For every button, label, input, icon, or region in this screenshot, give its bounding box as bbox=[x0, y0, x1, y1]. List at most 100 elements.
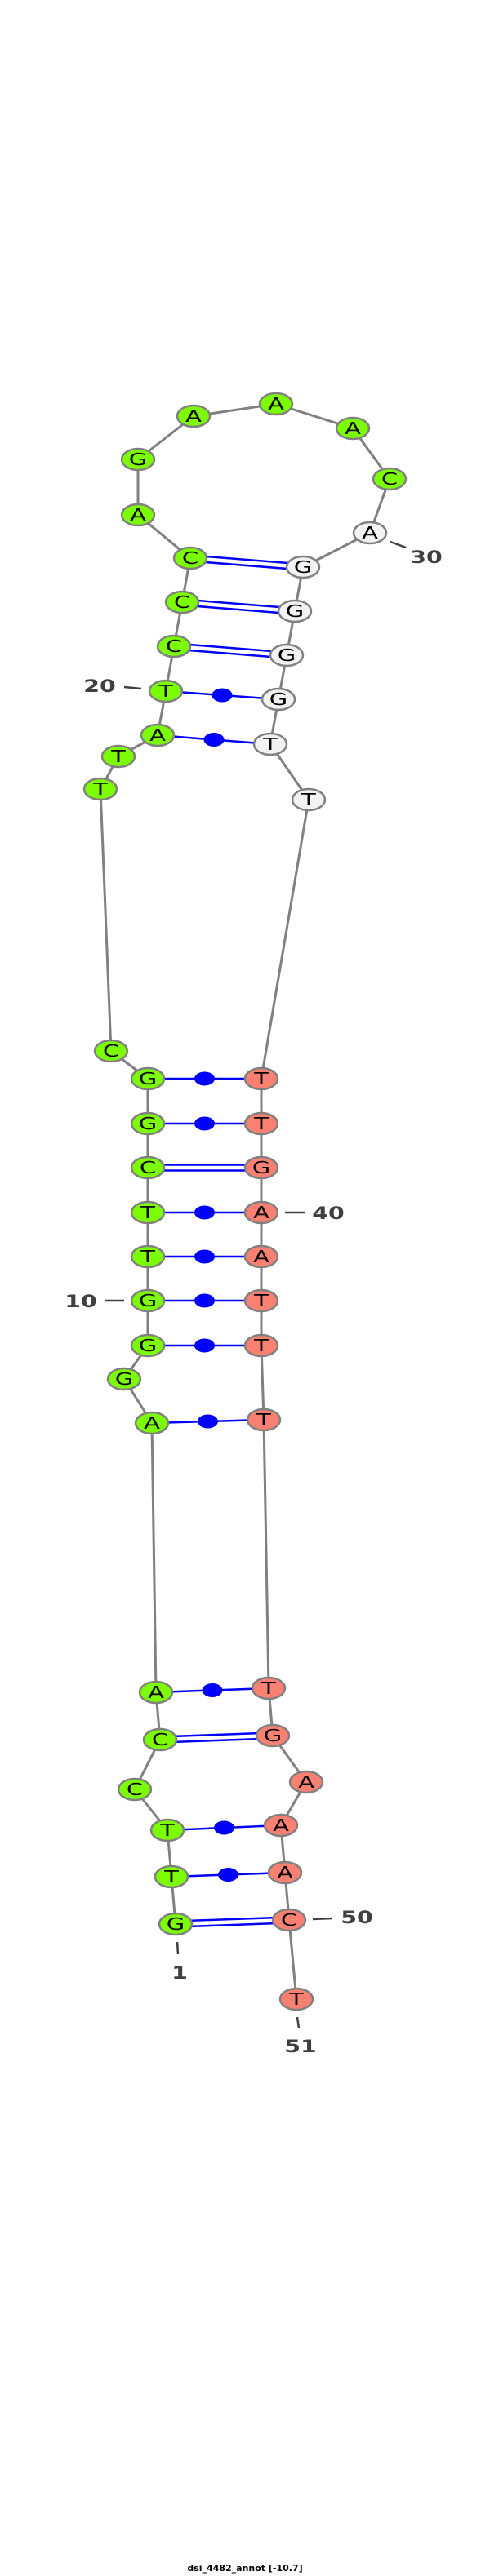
nucleotide-3: T bbox=[149, 1818, 185, 1842]
nucleotide-letter: T bbox=[253, 1337, 270, 1355]
nucleotide-circle bbox=[154, 1864, 189, 1889]
base-pair-11-41 bbox=[148, 1249, 261, 1264]
nucleotide-circle bbox=[130, 1066, 166, 1091]
nucleotide-letter: A bbox=[268, 395, 284, 414]
nucleotide-circle bbox=[117, 1777, 153, 1802]
base-pair-1-50 bbox=[175, 1916, 290, 1928]
pair-line bbox=[176, 1922, 290, 1928]
nucleotide-circle bbox=[269, 643, 305, 667]
nucleotide-circle bbox=[176, 404, 212, 428]
nucleotide-circle bbox=[106, 1367, 142, 1391]
nucleotide-8: G bbox=[106, 1367, 142, 1391]
nucleotide-10: G bbox=[130, 1288, 166, 1313]
nucleotide-circle bbox=[246, 1408, 282, 1432]
nucleotide-letter: A bbox=[277, 1864, 293, 1882]
nucleotide-41: A bbox=[243, 1244, 279, 1269]
nucleotide-letter: G bbox=[270, 690, 287, 709]
pair-dot bbox=[194, 1071, 215, 1086]
nucleotide-46: G bbox=[255, 1723, 291, 1748]
nucleotide-circle bbox=[243, 1200, 279, 1225]
base-pair-21-33 bbox=[173, 642, 287, 659]
pair-dot bbox=[202, 1683, 223, 1697]
nucleotide-circle bbox=[243, 1288, 279, 1313]
position-label-10: 10 bbox=[65, 1292, 124, 1311]
nucleotide-circle bbox=[372, 467, 408, 491]
nucleotide-letter: G bbox=[278, 646, 296, 665]
base-pair-20-34 bbox=[165, 688, 279, 703]
nucleotide-letter: T bbox=[140, 1204, 156, 1222]
nucleotide-letter: C bbox=[166, 637, 182, 656]
nucleotide-45: T bbox=[251, 1676, 287, 1700]
base-pair-22-32 bbox=[181, 598, 296, 615]
nucleotide-letter: T bbox=[158, 682, 174, 701]
backbone-segment bbox=[260, 799, 310, 1080]
base-pair-2-49 bbox=[171, 1868, 286, 1882]
nucleotide-letter: A bbox=[273, 1816, 289, 1835]
nucleotide-letter: C bbox=[182, 549, 198, 568]
nucleotide-letter: G bbox=[139, 1070, 157, 1088]
backbone-segment bbox=[287, 1919, 298, 2000]
nucleotide-4: C bbox=[117, 1777, 153, 1802]
nucleotide-26: A bbox=[176, 404, 212, 428]
nucleotide-letter: T bbox=[256, 1411, 272, 1430]
position-label-20: 20 bbox=[83, 676, 142, 696]
nucleotide-circle bbox=[243, 1244, 279, 1269]
pair-line bbox=[175, 1916, 289, 1922]
nucleotide-44: T bbox=[246, 1408, 282, 1432]
pair-line bbox=[160, 1737, 274, 1744]
nucleotide-letter: A bbox=[253, 1248, 270, 1266]
nucleotide-circle bbox=[100, 744, 136, 769]
nucleotide-letter: A bbox=[362, 524, 378, 543]
nucleotide-letter: T bbox=[301, 791, 317, 809]
nucleotide-letter: G bbox=[294, 558, 312, 577]
position-label-1: 1 bbox=[172, 1941, 188, 1983]
label-text: 20 bbox=[83, 676, 115, 696]
nucleotide-circle bbox=[134, 1411, 170, 1435]
nucleotide-6: A bbox=[138, 1680, 174, 1705]
base-pair-5-46 bbox=[159, 1731, 274, 1744]
nucleotide-letter: T bbox=[92, 780, 109, 799]
nucleotide-letter: A bbox=[298, 1773, 314, 1792]
nucleotide-2: T bbox=[154, 1864, 189, 1889]
pair-dot bbox=[194, 1205, 215, 1220]
nucleotide-18: T bbox=[100, 744, 136, 769]
nucleotide-letter: G bbox=[252, 1159, 270, 1177]
nucleotide-49: A bbox=[267, 1860, 303, 1885]
nucleotide-16: C bbox=[93, 1039, 129, 1063]
nucleotide-circle bbox=[164, 590, 200, 614]
label-text: 30 bbox=[410, 548, 442, 567]
nucleotide-circle bbox=[243, 1066, 279, 1091]
nucleotide-letter: G bbox=[139, 1115, 157, 1133]
position-label-50: 50 bbox=[312, 1908, 373, 1927]
nucleotide-7: A bbox=[134, 1411, 170, 1435]
base-pair-14-38 bbox=[148, 1116, 261, 1131]
nucleotide-36: T bbox=[291, 787, 327, 812]
nucleotide-circle bbox=[255, 1723, 291, 1748]
base-pair-3-48 bbox=[167, 1820, 282, 1835]
pair-line bbox=[173, 648, 287, 659]
nucleotide-letter: A bbox=[149, 726, 166, 745]
nucleotide-circle bbox=[261, 687, 296, 712]
nucleotide-37: T bbox=[243, 1066, 279, 1091]
backbone-segment bbox=[99, 788, 113, 1052]
nucleotide-letter: G bbox=[286, 602, 304, 621]
nucleotide-circle bbox=[120, 447, 156, 472]
nucleotide-circle bbox=[252, 732, 288, 756]
nucleotide-43: T bbox=[243, 1333, 279, 1358]
nucleotide-letter: T bbox=[288, 1990, 305, 2009]
nucleotide-circle bbox=[285, 555, 321, 579]
nucleotide-21: C bbox=[156, 634, 192, 658]
nucleotide-50: C bbox=[271, 1908, 307, 1932]
nucleotide-circle bbox=[148, 679, 184, 703]
nucleotide-34: G bbox=[261, 687, 296, 712]
nucleotide-letter: G bbox=[129, 450, 147, 469]
nucleotide-circle bbox=[130, 1155, 166, 1180]
backbone-segment bbox=[262, 1419, 270, 1689]
pair-dot bbox=[194, 1338, 215, 1353]
label-text: 10 bbox=[65, 1292, 96, 1311]
nucleotide-1: G bbox=[158, 1912, 194, 1936]
pair-line bbox=[181, 604, 295, 615]
nucleotide-circle bbox=[335, 416, 371, 441]
nucleotide-letter: T bbox=[262, 735, 278, 754]
nucleotide-29: C bbox=[372, 467, 408, 491]
